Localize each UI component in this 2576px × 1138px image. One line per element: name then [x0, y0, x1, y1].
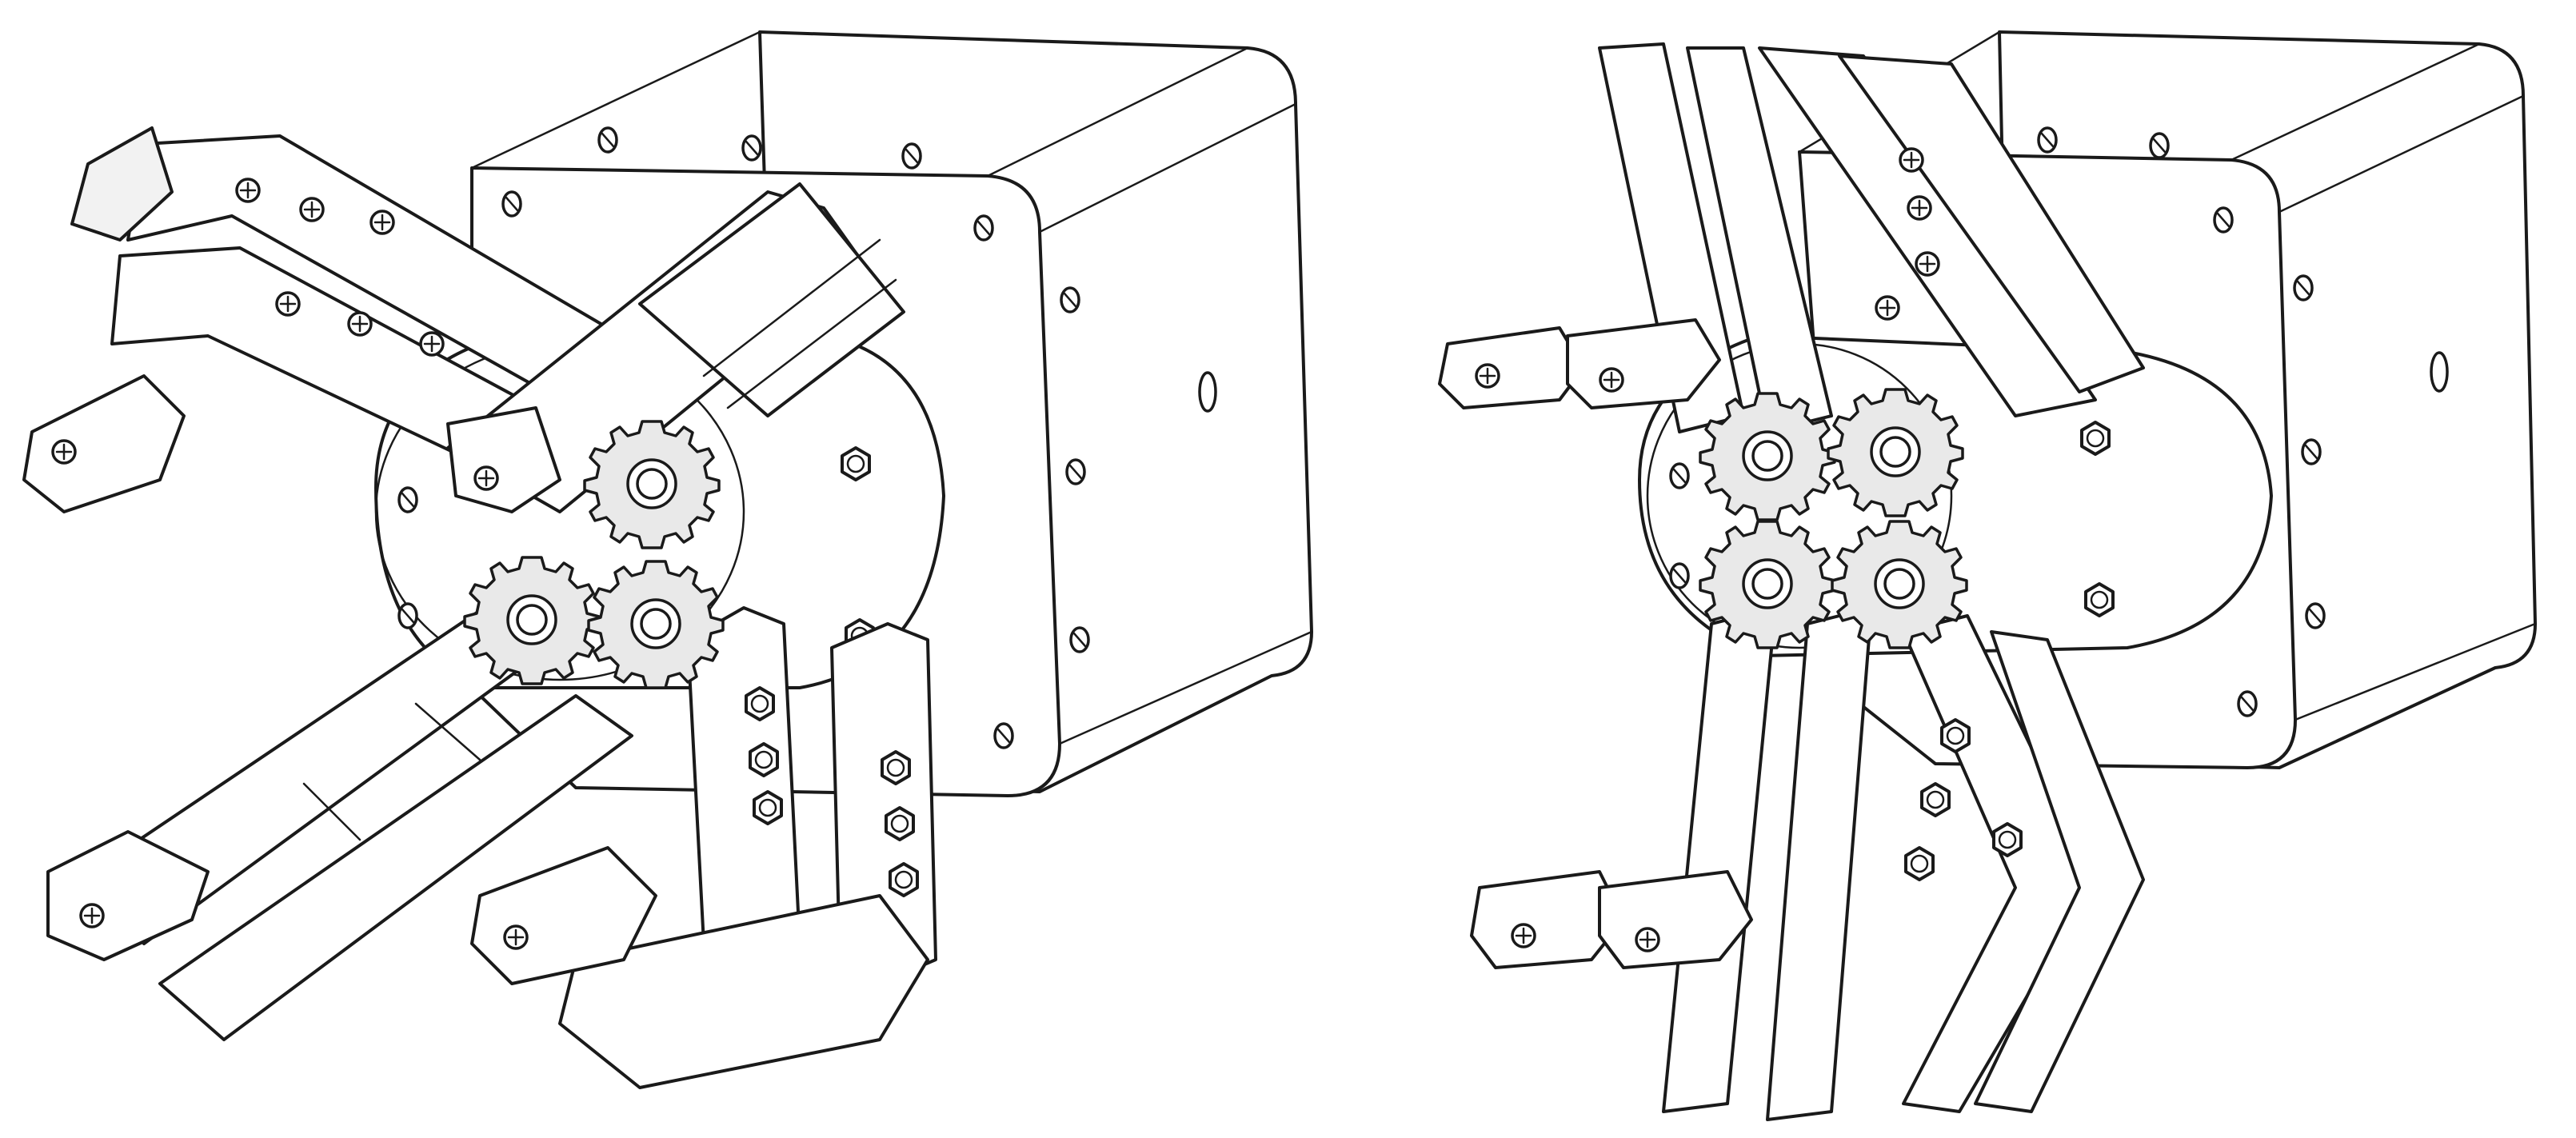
screw-icon: [473, 465, 499, 491]
screw-icon: [2149, 132, 2170, 159]
finger-upper-left: [22, 126, 609, 513]
finger-pad-icon: [22, 374, 186, 513]
screw-icon: [2213, 206, 2234, 234]
screw-icon: [973, 214, 994, 242]
screw-icon: [1599, 367, 1624, 393]
screw-icon: [299, 197, 325, 222]
screw-icon: [397, 602, 418, 629]
screw-icon: [597, 126, 618, 154]
hex-bolt-icon: [889, 862, 919, 897]
screw-icon: [51, 439, 77, 465]
hex-bolt-icon: [2080, 421, 2111, 456]
hex-bolt-icon: [1940, 718, 1971, 753]
screw-icon: [501, 190, 522, 218]
screw-icon: [369, 210, 395, 235]
screw-icon: [993, 722, 1014, 749]
hex-bolt-icon: [1904, 846, 1935, 881]
screw-icon: [901, 142, 922, 170]
hex-bolt-icon: [1992, 822, 2023, 857]
finger-pad-icon: [1438, 326, 1585, 409]
finger-lower-left: [1470, 606, 2145, 1121]
screw-icon: [1899, 147, 1924, 173]
screw-icon: [1669, 562, 1690, 589]
screw-icon: [419, 331, 445, 357]
screw-icon: [275, 291, 301, 317]
screw-icon: [1060, 286, 1080, 313]
finger-lower-right: [470, 606, 937, 1089]
gripper-view-closed: [1438, 30, 2537, 1121]
gripper-view-open: [22, 30, 1313, 1089]
hex-bolt-icon: [749, 742, 779, 777]
screw-icon: [2301, 438, 2322, 465]
finger-pad-icon: [46, 830, 210, 961]
screw-icon: [2037, 126, 2058, 154]
finger-upper-left: [1438, 42, 2145, 433]
screw-icon: [1875, 295, 1900, 321]
screw-icon: [1065, 458, 1086, 485]
screw-icon: [1511, 923, 1536, 948]
hex-bolt-icon: [753, 790, 783, 825]
screw-icon: [1915, 251, 1940, 277]
screw-icon: [1635, 927, 1660, 952]
hex-bolt-icon: [841, 446, 871, 481]
finger-lower-left: [46, 598, 633, 1041]
screw-icon: [2305, 602, 2326, 629]
screw-icon: [503, 924, 529, 950]
screw-icon: [1907, 195, 1932, 221]
hex-bolt-icon: [881, 750, 911, 785]
screw-icon: [347, 311, 373, 337]
screw-icon: [1475, 363, 1500, 389]
hex-bolt-icon: [885, 806, 915, 841]
screw-icon: [1669, 462, 1690, 489]
hex-bolt-icon: [2084, 582, 2115, 617]
screw-icon: [397, 486, 418, 513]
screw-icon: [1069, 626, 1090, 653]
screw-icon: [79, 903, 105, 928]
screw-icon: [2237, 690, 2258, 717]
finger-pad-icon: [1470, 870, 1625, 969]
screw-icon: [2293, 274, 2314, 301]
finger-upper-right: [446, 182, 905, 513]
hex-bolt-icon: [1920, 782, 1951, 817]
screw-icon: [741, 134, 762, 162]
hex-bolt-icon: [745, 686, 775, 721]
screw-icon: [235, 178, 261, 203]
